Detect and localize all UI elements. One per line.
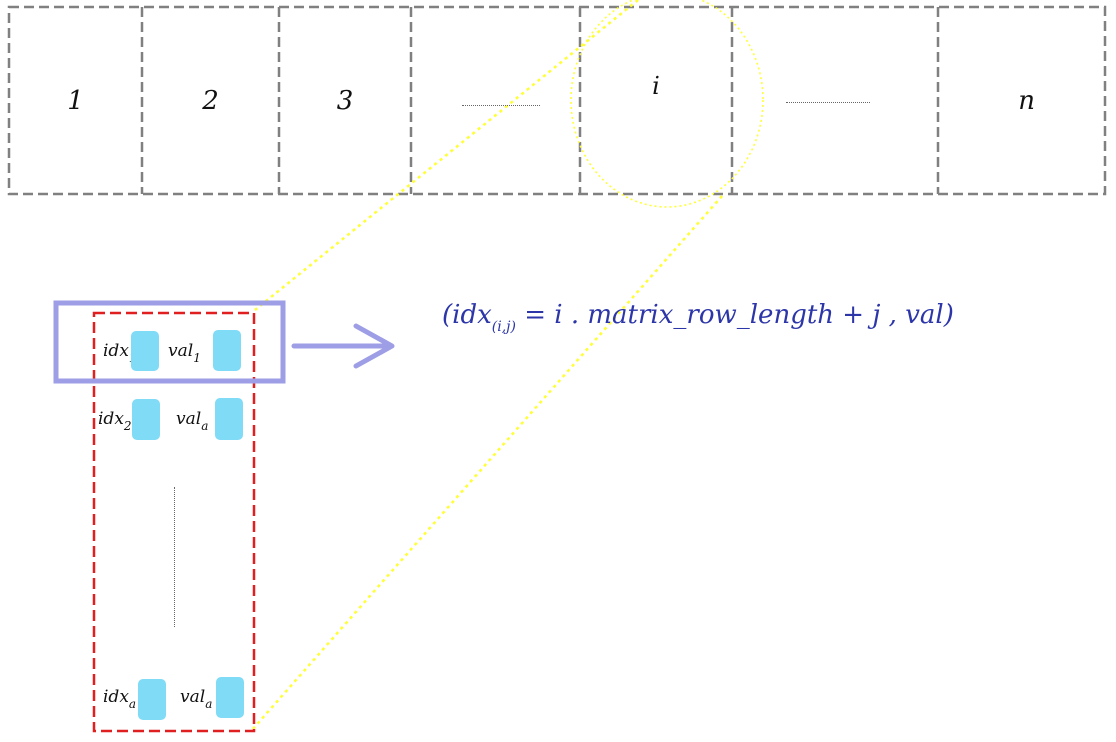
- hash-array-grid: [7, 5, 1107, 196]
- entry-n-idx-cell: [138, 679, 166, 720]
- array-outline: [7, 5, 1107, 196]
- bucket-outline: [92, 311, 256, 733]
- entry-n-idx-label: idxa: [103, 687, 137, 711]
- ellipsis-dots: [462, 105, 540, 106]
- entry-n-val-cell: [216, 677, 244, 718]
- entry-1-val-cell: [213, 330, 241, 371]
- right-arrow-icon: [291, 323, 395, 369]
- entry-2-idx-label: idx2: [98, 409, 132, 433]
- array-cell-1: 1: [67, 85, 84, 116]
- key-formula: (idx(i,j) = i . matrix_row_length + j , …: [442, 300, 954, 335]
- entry-2-val-cell: [215, 398, 243, 440]
- row-highlight-box: [53, 300, 286, 384]
- ellipsis-dots: [786, 102, 870, 103]
- callout-line-left: [254, 0, 639, 311]
- entry-1-idx-cell: [131, 331, 159, 371]
- vertical-ellipsis-dots: [174, 487, 175, 627]
- array-cell-n: n: [1018, 85, 1035, 116]
- array-cell-3: 3: [336, 85, 354, 116]
- array-cell-2: 2: [202, 85, 219, 116]
- highlight-circle: [570, 0, 764, 208]
- entry-n-val-label: vala: [180, 687, 213, 711]
- array-cell-i: i: [652, 71, 660, 100]
- entry-2-val-label: vala: [176, 409, 209, 433]
- entry-1-val-label: val1: [168, 341, 201, 365]
- entry-2-idx-cell: [132, 399, 160, 440]
- callout-line-right: [251, 195, 723, 731]
